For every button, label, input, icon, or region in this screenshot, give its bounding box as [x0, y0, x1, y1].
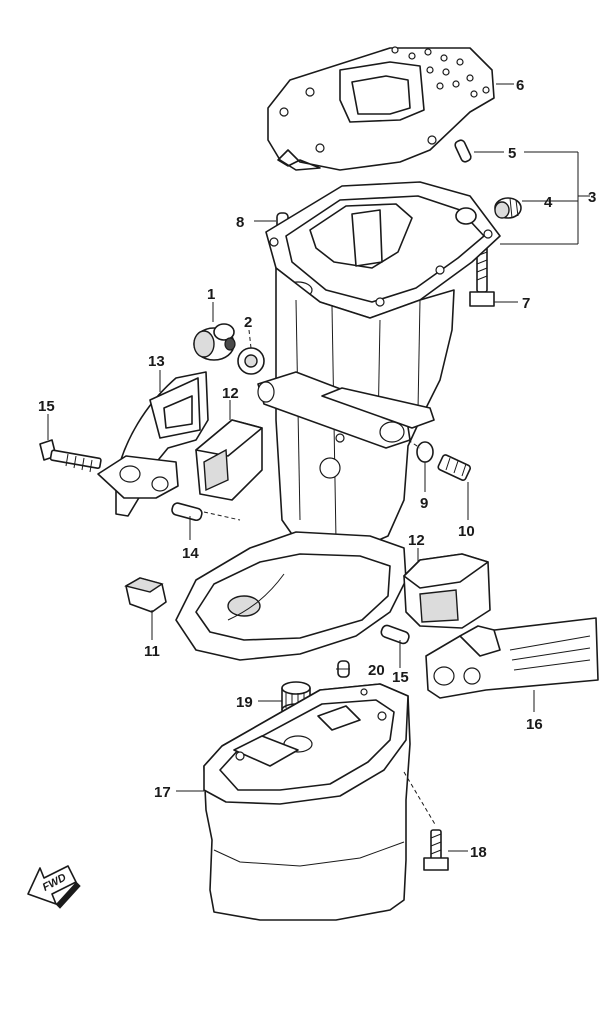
callout-12-lower: 12 — [408, 532, 425, 549]
callout-15-right: 15 — [392, 669, 409, 686]
callout-labels: 6 5 3 4 8 7 1 2 13 15 12 14 11 9 10 12 1… — [38, 77, 596, 861]
callout-13: 13 — [148, 353, 165, 370]
leader-lines — [47, 83, 590, 852]
callout-14: 16 — [526, 716, 543, 733]
callout-2: 2 — [244, 314, 252, 331]
callout-20: 20 — [368, 662, 385, 679]
bolt-part-18 — [423, 829, 449, 871]
bracket-part-13 — [97, 371, 209, 517]
callout-3: 3 — [588, 189, 596, 206]
bracket-part-14 — [425, 617, 599, 699]
callout-7: 7 — [522, 295, 530, 312]
callout-4: 4 — [544, 194, 553, 211]
dowel-pin-part-5 — [454, 139, 472, 163]
gasket-part-6 — [267, 46, 495, 171]
gasket-bolt-holes — [279, 46, 490, 153]
callout-1: 1 — [207, 286, 215, 303]
lower-housing-part-17 — [203, 683, 411, 921]
stopper-part-11 — [124, 577, 167, 613]
callout-12-upper: 12 — [222, 385, 239, 402]
bolt-part-16 — [39, 439, 102, 473]
callout-17: 17 — [154, 784, 171, 801]
pin-part-15-left — [171, 502, 203, 522]
callout-6: 6 — [516, 77, 524, 94]
o-ring-part-9 — [416, 441, 434, 463]
forward-arrow-icon: FWD — [27, 865, 81, 909]
plug-part-4 — [494, 197, 522, 219]
grommet-part-1 — [193, 323, 236, 361]
plug-part-10 — [437, 454, 472, 481]
mount-rubber-part-12-upper — [195, 419, 263, 501]
callout-5: 5 — [508, 145, 516, 162]
callout-11: 11 — [144, 643, 160, 660]
washer-part-2 — [237, 347, 265, 375]
callout-15-left: 14 — [182, 545, 199, 562]
callout-9: 9 — [420, 495, 428, 512]
pin-part-15-right — [380, 624, 410, 645]
drive-shaft-housing — [175, 181, 501, 661]
callout-10: 10 — [458, 523, 475, 540]
callout-18: 18 — [470, 844, 487, 861]
callout-19: 19 — [236, 694, 253, 711]
callout-8: 8 — [236, 214, 244, 231]
callout-16: 15 — [38, 398, 55, 415]
mount-rubber-part-12-lower — [403, 553, 491, 629]
